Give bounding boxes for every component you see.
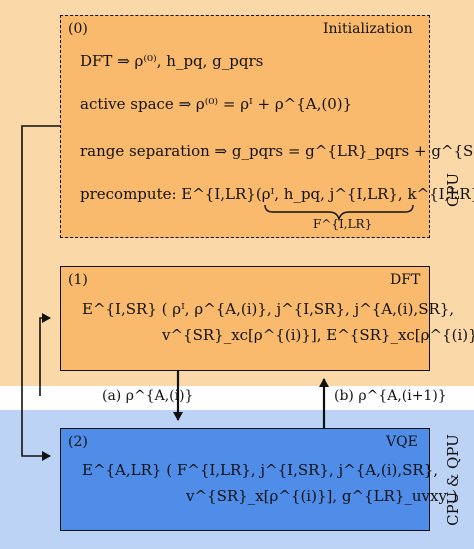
dft-tag: (1) bbox=[68, 272, 88, 288]
cpu-label: CPU bbox=[444, 173, 462, 207]
vqe-energy-line-1: E^{A,LR} ( F^{I,LR}, j^{I,SR}, j^{A,(i),… bbox=[82, 461, 439, 479]
init-connector bbox=[21, 125, 60, 461]
dft-box bbox=[60, 266, 430, 371]
init-line-dft: DFT ⇒ ρ⁽⁰⁾, h_pq, g_pqrs bbox=[80, 52, 264, 70]
init-line-precompute: precompute: E^{I,LR}(ρᴵ, h_pq, j^{I,LR},… bbox=[80, 185, 474, 203]
down-arrow-label: (a) ρ^{A,(i)} bbox=[102, 388, 194, 404]
init-line-active-space: active space ⇒ ρ⁽⁰⁾ = ρᴵ + ρ^{A,(0)} bbox=[80, 95, 353, 113]
vqe-title: VQE bbox=[386, 434, 418, 450]
brace-label: F^{I,LR} bbox=[313, 217, 373, 231]
vqe-box bbox=[60, 428, 430, 531]
dft-title: DFT bbox=[390, 272, 421, 288]
dft-connector bbox=[39, 313, 51, 396]
init-title: Initialization bbox=[323, 21, 413, 37]
up-arrow-label: (b) ρ^{A,(i+1)} bbox=[334, 388, 447, 404]
vqe-tag: (2) bbox=[68, 434, 88, 450]
vqe-energy-line-2: v^{SR}_x[ρ^{(i)}], g^{LR}_uvxy ) bbox=[186, 487, 458, 505]
dft-energy-line-1: E^{I,SR} ( ρᴵ, ρ^{A,(i)}, j^{I,SR}, j^{A… bbox=[82, 300, 455, 318]
init-line-range-separation: range separation ⇒ g_pqrs = g^{LR}_pqrs … bbox=[80, 142, 474, 160]
init-tag: (0) bbox=[68, 21, 88, 37]
dft-energy-line-2: v^{SR}_xc[ρ^{(i)}], E^{SR}_xc[ρ^{(i)}] ) bbox=[162, 326, 474, 344]
initialization-box bbox=[60, 15, 430, 238]
qpu-label: CPU & QPU bbox=[444, 434, 462, 526]
underbrace bbox=[264, 204, 414, 222]
